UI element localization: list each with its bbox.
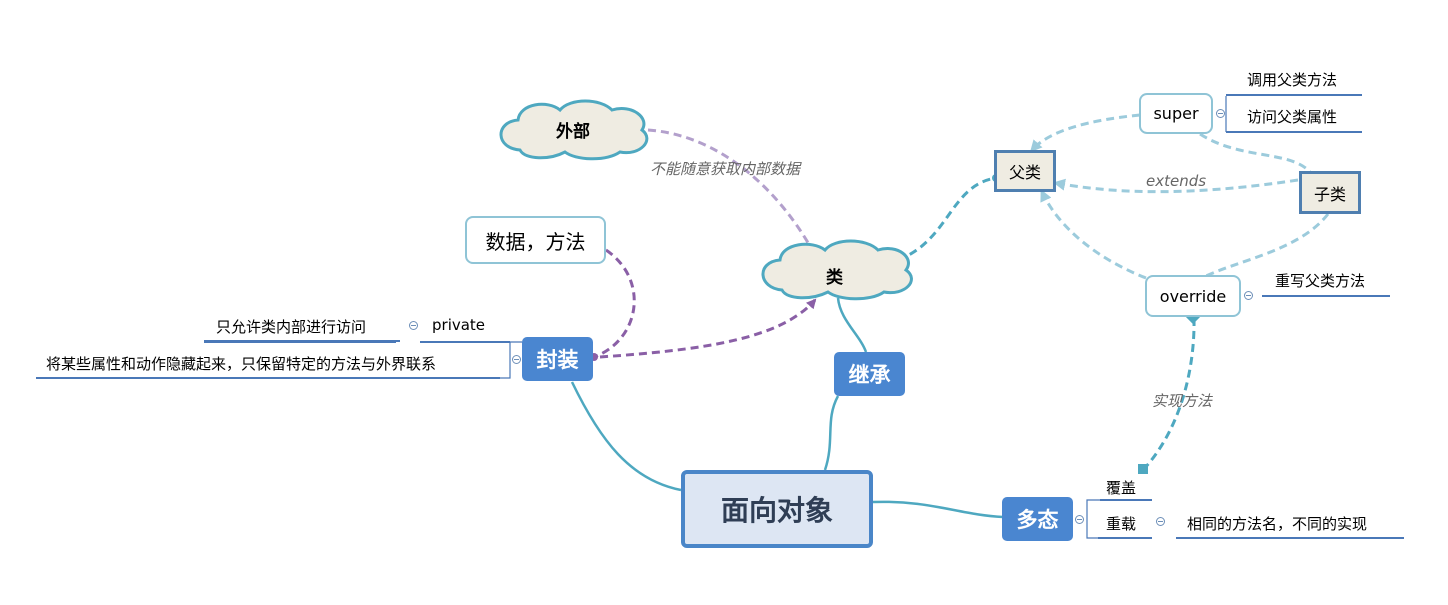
connector-root-encapsulation: [570, 381, 682, 492]
connector-root-polymorphism: [872, 500, 1004, 519]
collapse-override-icon[interactable]: [1244, 291, 1253, 300]
relation-encapsulation-to-class: [599, 298, 817, 359]
floating-override[interactable]: override: [1145, 275, 1241, 317]
floating-super[interactable]: super: [1139, 93, 1213, 134]
floating-child[interactable]: 子类: [1299, 171, 1361, 214]
root-topic[interactable]: 面向对象: [681, 470, 873, 548]
external-label[interactable]: 外部: [556, 122, 590, 142]
collapse-encapsulation-icon[interactable]: [512, 355, 521, 364]
annotation-external-to-class: 不能随意获取内部数据: [650, 160, 801, 178]
relation-implement: [1141, 317, 1196, 472]
relation-super-to-parent: [1029, 113, 1141, 153]
cloud-class: [761, 239, 913, 301]
collapse-super-icon[interactable]: [1216, 109, 1225, 118]
topic-encapsulation[interactable]: 封装: [522, 337, 593, 381]
connector-root-inheritance: [823, 395, 840, 471]
subtopic-overload-desc[interactable]: 相同的方法名，不同的实现: [1187, 515, 1368, 533]
subtopic-private-desc[interactable]: 只允许类内部进行访问: [216, 318, 367, 336]
subtopic-encapsulation-desc[interactable]: 将某些属性和动作隐藏起来，只保留特定的方法与外界联系: [46, 355, 437, 373]
class-label[interactable]: 类: [826, 268, 843, 288]
relation-override-to-parent: [1040, 189, 1147, 280]
collapse-polymorphism-icon[interactable]: [1075, 515, 1084, 524]
subtopic-private[interactable]: private: [432, 316, 486, 334]
annotation-implement: 实现方法: [1152, 392, 1213, 410]
topic-inheritance[interactable]: 继承: [834, 352, 905, 396]
relation-child-extends-parent: [1053, 178, 1299, 194]
collapse-private-icon[interactable]: [409, 321, 418, 330]
subtopic-overload[interactable]: 重载: [1106, 515, 1137, 533]
floating-data-method[interactable]: 数据，方法: [465, 216, 606, 264]
annotation-extends: extends: [1146, 172, 1207, 190]
override-rewrite-parent-method[interactable]: 重写父类方法: [1275, 272, 1366, 290]
topic-polymorphism[interactable]: 多态: [1002, 497, 1073, 541]
floating-parent[interactable]: 父类: [994, 150, 1056, 192]
relation-super-to-child: [1199, 132, 1312, 174]
connector-inheritance-class: [836, 297, 868, 353]
super-access-parent-attr[interactable]: 访问父类属性: [1247, 108, 1338, 126]
subtopic-override[interactable]: 覆盖: [1106, 479, 1137, 497]
super-call-parent-method[interactable]: 调用父类方法: [1247, 71, 1338, 89]
relation-data-method-to-encapsulation: [593, 248, 636, 359]
collapse-overload-icon[interactable]: [1156, 517, 1165, 526]
relation-child-to-override: [1205, 213, 1330, 278]
cloud-external: [499, 99, 649, 161]
relation-class-to-parent: [897, 176, 997, 262]
relation-external-to-class: [647, 128, 817, 258]
